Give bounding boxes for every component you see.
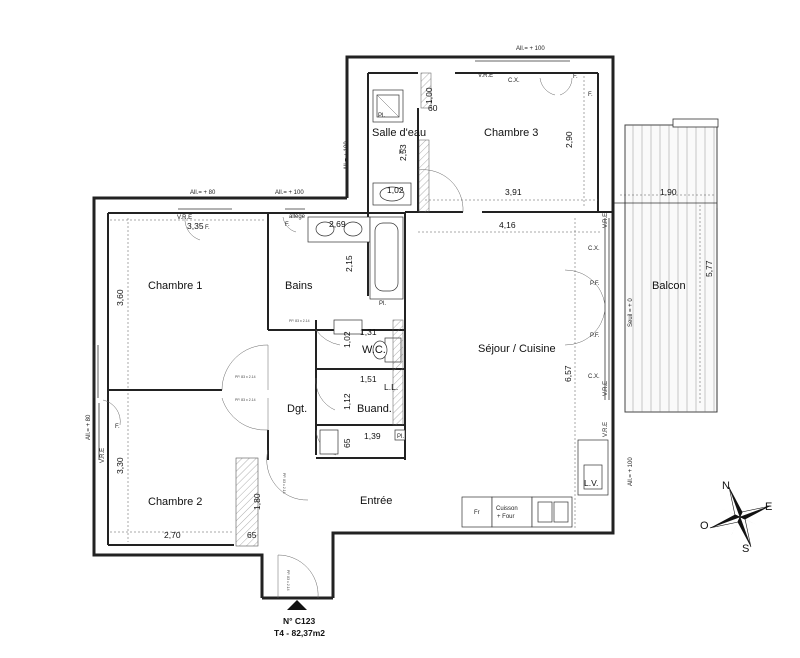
dim-label: 1,80 [252,493,262,510]
entrance-arrow-icon [287,600,307,610]
dim-label: 65 [342,438,352,448]
vre-label: V.R.E [478,73,493,79]
allege-label: All.= + 100 [344,141,350,170]
allege-label: All.= + 100 [516,46,545,52]
room-dgt: Dgt. [287,403,307,415]
dim-label: 1,12 [342,393,352,410]
compass-rose-icon: N E S O [700,480,772,555]
room-chambre-3: Chambre 3 [484,127,538,139]
dim-label: 2,90 [564,131,574,148]
oven-label: + Four [497,514,515,520]
f-label: F. [115,424,120,430]
allege-label: All.= + 100 [628,457,634,486]
vre-label: V.R.E [177,215,192,221]
fixtures [235,72,609,547]
dim-label: 1,31 [360,327,377,337]
lot-number: N° C123 [283,616,315,626]
cx-label: C.X. [508,78,520,84]
dim-label: 1,51 [360,374,377,384]
dim-label: 4,16 [499,220,516,230]
fridge-label: Fr [474,510,480,516]
dimension-values: 3,35 3,60 3,30 2,70 1,80 65 2,69 2,15 1,… [115,87,714,540]
compass-s: S [742,543,749,555]
room-chambre-2: Chambre 2 [148,496,202,508]
dimension-lines [110,76,715,542]
compass-n: N [722,480,730,492]
room-balcon: Balcon [652,280,686,292]
pf-label: P.F. [590,333,600,339]
f-label: F. [205,225,210,231]
cx-label: C.X. [588,374,600,380]
room-buand: Buand. [357,403,392,415]
vre-label: V.R.E [603,213,609,228]
room-bains: Bains [285,280,313,292]
room-labels: Chambre 1 Chambre 2 Chambre 3 Salle d'ea… [148,127,686,508]
dim-label: 1,02 [342,331,352,348]
door-spec: PP. 83 x 2.14 [282,473,286,494]
balcony-planks [632,125,715,412]
dim-label: 3,60 [115,289,125,306]
dim-label: 1,02 [387,185,404,195]
dim-label: 3,91 [505,187,522,197]
door-spec: PP. 83 x 2.14 [235,398,256,402]
dim-label: 2,53 [398,144,408,161]
cooktop-label: Cuisson [496,506,518,512]
balcony [612,118,719,413]
vre-label: V.R.E [603,422,609,437]
f-label: F. [399,150,404,156]
annotations: All.= + 100 All.= + 80 All.= + 100 All.=… [86,46,634,591]
placard-label: Pl. [378,113,385,119]
compass-o: O [700,520,709,532]
allege-label: All.= + 80 [190,190,216,196]
room-sejour-cuisine: Séjour / Cuisine [478,343,556,355]
vre-label: V.R.E [603,381,609,396]
f-label: F. [573,74,578,80]
room-chambre-1: Chambre 1 [148,280,202,292]
cx-label: C.X. [588,246,600,252]
dim-label: 2,69 [329,219,346,229]
seuil-label: Seuil = + 0 [628,298,634,327]
windows [93,60,610,460]
f-label: F. [588,92,593,98]
compass-e: E [765,501,772,513]
dim-label: 1,90 [660,187,677,197]
room-salle-deau: Salle d'eau [372,127,426,139]
f-label: F. [285,222,290,228]
placard-label: Pl. [379,301,386,307]
lot-type-area: T4 - 82,37m2 [274,628,325,638]
door-spec: PP. 83 x 2.14 [286,570,290,591]
dim-label: 3,30 [115,457,125,474]
door-spec: PP. 83 x 2.14 [235,375,256,379]
dim-label: 65 [247,530,257,540]
dim-label: 3,35 [187,221,204,231]
dim-label: 6,57 [563,365,573,382]
vre-label: V.R.E [100,448,106,463]
dim-label: 2,15 [344,255,354,272]
entrance-marker: N° C123 T4 - 82,37m2 [274,600,325,638]
lv-label: L.V. [584,478,598,488]
walls [92,55,615,600]
door-spec: PP. 83 x 2.14 [289,319,310,323]
dim-label: 2,70 [164,530,181,540]
dim-label: 1,00 [424,87,434,104]
allege-note: allège [289,214,306,220]
room-wc: W.C. [362,344,386,356]
pf-label: P.F. [590,281,600,287]
dim-label: 60 [428,103,438,113]
dim-label: 5,77 [704,260,714,277]
allege-label: All.= + 100 [275,190,304,196]
placard-label: Pl. [397,434,404,440]
room-entree: Entrée [360,495,392,507]
ll-label: L.L. [384,382,398,392]
allege-label: All.= + 80 [86,414,92,440]
dim-label: 1,39 [364,431,381,441]
